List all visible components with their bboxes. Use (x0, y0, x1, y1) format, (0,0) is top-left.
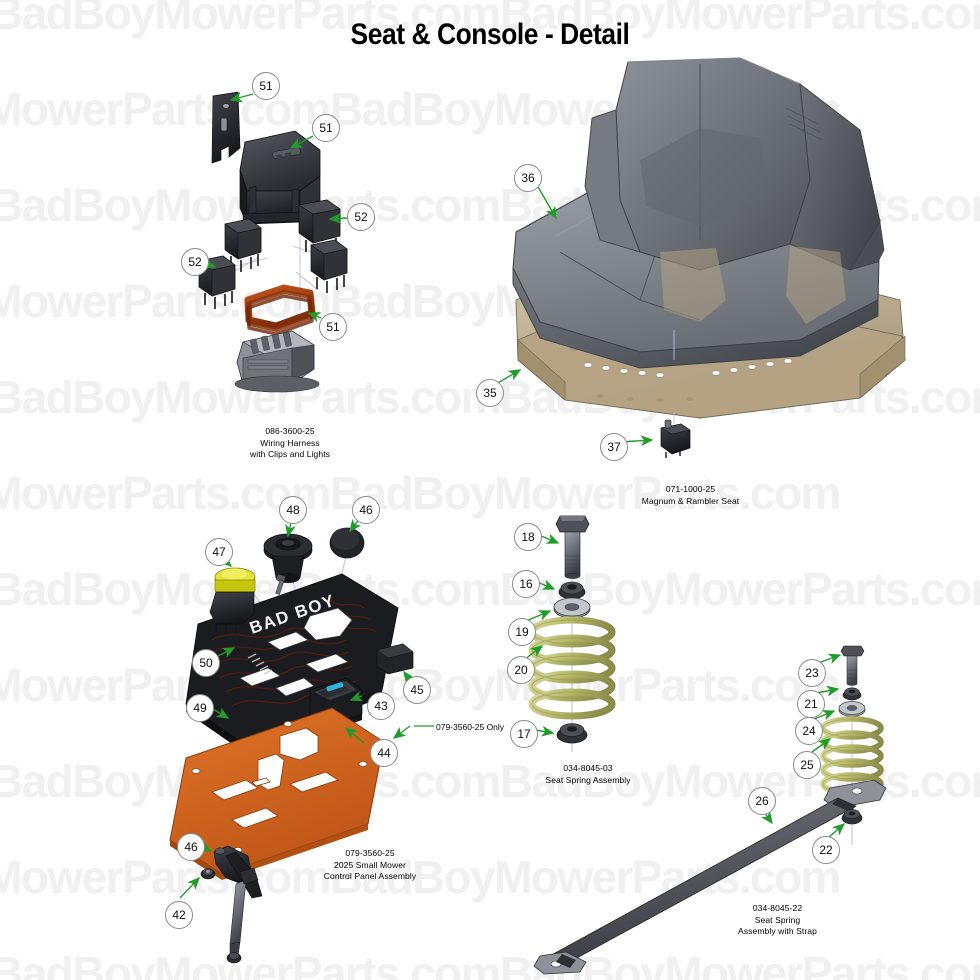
part-fuse-box-gasket (244, 284, 316, 336)
callout-bubble-35[interactable]: 35 (476, 379, 504, 407)
part-bolt-23 (840, 645, 865, 686)
callout-bubble-18[interactable]: 18 (514, 523, 542, 551)
callout-bubble-51[interactable]: 51 (312, 114, 340, 142)
part-flange-nut-16 (558, 581, 586, 600)
callout-bubble-52[interactable]: 52 (181, 248, 209, 276)
group-wiring-harness (198, 91, 348, 393)
callout-bubble-42[interactable]: 42 (165, 901, 193, 929)
part-seat-switch (660, 419, 691, 458)
callout-bubble-51[interactable]: 51 (252, 72, 280, 100)
callout-bubble-26[interactable]: 26 (748, 787, 776, 815)
part-flange-nut-21 (842, 687, 862, 701)
part-bolt-18 (555, 515, 590, 579)
part-seat-spring-strap (533, 779, 887, 975)
callout-bubble-25[interactable]: 25 (793, 751, 821, 779)
part-seat-back (584, 57, 885, 271)
group-seat-spring-assembly (528, 515, 616, 752)
part-flange-nut-17 (556, 723, 588, 744)
callout-bubble-46[interactable]: 46 (352, 496, 380, 524)
callout-bubble-24[interactable]: 24 (795, 717, 823, 745)
caption-control-panel: 079-3560-25 2025 Small Mower Control Pan… (323, 848, 417, 882)
callout-bubble-48[interactable]: 48 (279, 496, 307, 524)
part-rubber-plug-round (329, 527, 365, 559)
part-rubber-boot-large (263, 533, 313, 583)
callout-bubble-19[interactable]: 19 (508, 618, 536, 646)
group-seat (512, 57, 906, 458)
part-throttle-lever-assembly (200, 845, 263, 964)
callout-bubble-20[interactable]: 20 (507, 656, 535, 684)
part-washer-19 (553, 597, 591, 619)
callout-bubble-22[interactable]: 22 (812, 836, 840, 864)
note-3560-only: 079-3560-25 Only (436, 722, 505, 732)
callout-bubble-46[interactable]: 46 (177, 833, 205, 861)
callout-bubble-16[interactable]: 16 (512, 570, 540, 598)
callout-bubble-47[interactable]: 47 (205, 538, 233, 566)
callout-bubble-17[interactable]: 17 (510, 720, 538, 748)
page-title: Seat & Console - Detail (350, 18, 630, 51)
callout-bubble-49[interactable]: 49 (186, 694, 214, 722)
caption-seat: 071-1000-25 Magnum & Rambler Seat (641, 484, 740, 506)
part-mount-bracket (211, 91, 241, 164)
caption-wiring-harness: 086-3600-25 Wiring Harness with Clips an… (249, 426, 331, 460)
part-flange-nut-22 (841, 809, 863, 825)
group-seat-spring-strap (533, 645, 887, 975)
group-control-panel: BAD BOY (169, 527, 414, 964)
part-screw-small (275, 574, 286, 595)
part-fuse-block-base (234, 330, 320, 393)
part-relay-group (198, 199, 348, 309)
callout-bubble-23[interactable]: 23 (798, 659, 826, 687)
callout-bubble-50[interactable]: 50 (192, 649, 220, 677)
part-rubber-cap-rect (376, 643, 414, 675)
part-washer-24 (838, 701, 866, 717)
caption-seat-spring-strap: 034-8045-22 Seat Spring Assembly with St… (738, 903, 817, 937)
callout-bubble-21[interactable]: 21 (797, 690, 825, 718)
callout-bubble-36[interactable]: 36 (514, 164, 542, 192)
part-pto-knob (209, 567, 256, 634)
part-control-panel-base-plate (169, 707, 385, 880)
callout-bubble-44[interactable]: 44 (370, 739, 398, 767)
callout-bubble-45[interactable]: 45 (403, 676, 431, 704)
switch-indicator-light (326, 682, 344, 692)
callout-bubble-52[interactable]: 52 (347, 203, 375, 231)
callout-bubble-51[interactable]: 51 (319, 313, 347, 341)
part-flange-nut-42 (200, 868, 216, 880)
callout-bubble-37[interactable]: 37 (600, 433, 628, 461)
caption-seat-spring-assembly: 034-8045-03 Seat Spring Assembly (545, 763, 631, 785)
callout-bubble-43[interactable]: 43 (367, 692, 395, 720)
